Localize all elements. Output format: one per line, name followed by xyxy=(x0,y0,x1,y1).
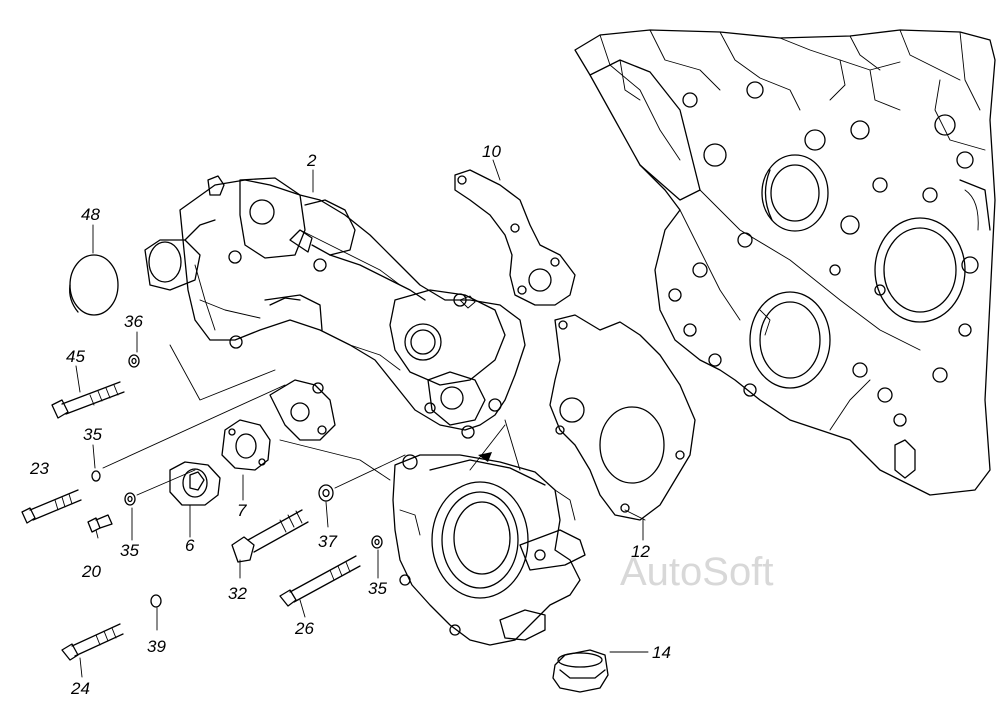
bolt-45 xyxy=(51,381,125,419)
timing-cover-housing xyxy=(144,175,526,439)
watermark: AutoSoft xyxy=(620,550,773,594)
flange-6 xyxy=(169,461,221,506)
bolt-20 xyxy=(87,514,113,533)
label-39: 39 xyxy=(147,637,166,656)
label-45: 45 xyxy=(66,347,85,366)
label-35d: 35 xyxy=(368,579,387,598)
label-32: 32 xyxy=(228,584,247,603)
label-10: 10 xyxy=(482,142,501,161)
label-12: 12 xyxy=(631,542,650,561)
label-23: 23 xyxy=(29,459,49,478)
label-24: 24 xyxy=(70,679,90,698)
front-gear-cover xyxy=(392,452,586,646)
label-36: 36 xyxy=(124,312,143,331)
bracket xyxy=(269,379,336,441)
gasket-10 xyxy=(454,169,576,306)
label-2: 2 xyxy=(306,151,317,170)
cap-14 xyxy=(552,649,609,693)
label-26: 26 xyxy=(294,619,314,638)
label-14: 14 xyxy=(652,643,671,662)
label-48: 48 xyxy=(81,205,100,224)
label-37: 37 xyxy=(318,532,337,551)
alignment-lines xyxy=(102,344,646,521)
label-35b: 35 xyxy=(120,541,139,560)
label-6: 6 xyxy=(185,536,195,555)
label-35a: 35 xyxy=(83,425,102,444)
bolt-23 xyxy=(21,489,82,524)
leader-lines xyxy=(75,159,649,678)
engine-block xyxy=(574,29,996,496)
label-7: 7 xyxy=(237,501,247,520)
washers xyxy=(91,354,383,608)
bolt-24 xyxy=(61,623,124,661)
part-labels: 2 10 48 36 45 35 23 35 20 6 7 32 37 12 3… xyxy=(29,142,671,698)
bolt-32 xyxy=(231,509,309,563)
bolt-26 xyxy=(279,555,361,607)
cap-48 xyxy=(69,254,119,316)
gasket-7 xyxy=(221,419,271,471)
label-20: 20 xyxy=(81,562,101,581)
gasket-12 xyxy=(549,314,696,521)
